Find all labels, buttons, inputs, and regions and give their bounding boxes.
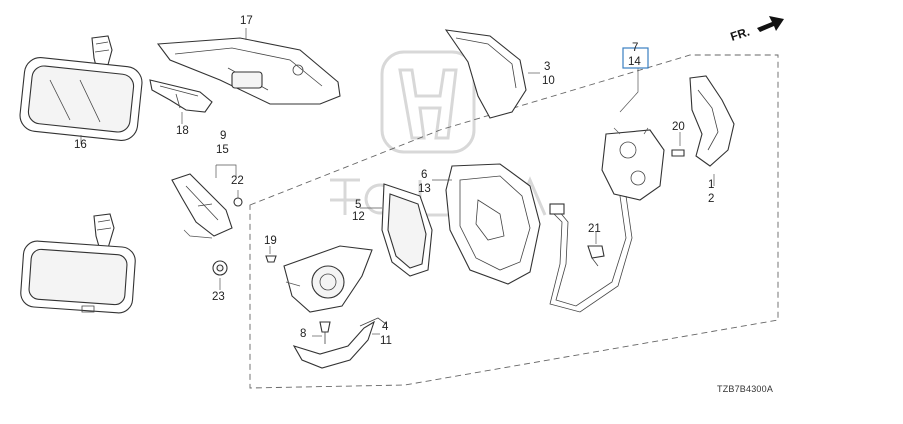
label-3: 3 [544,61,550,73]
label-8: 8 [300,328,306,340]
label-10: 10 [542,75,555,87]
label-15: 15 [216,144,229,156]
part-5-mirror-glass [381,183,433,277]
part-7-actuator [601,127,665,201]
label-22: 22 [231,175,244,187]
highlight-box-7-14 [622,47,649,69]
front-direction-indicator: FR. [729,16,784,44]
part-6-housing [445,163,541,285]
part-8-screw [319,321,331,344]
part-20-screw [671,149,685,157]
mirror-base-assembly [283,245,373,313]
label-13: 13 [418,183,431,195]
part-17-cover [156,37,341,105]
arrow-icon [757,16,784,32]
part-22-clip [233,197,243,207]
label-2: 2 [708,193,714,205]
diagram-code: TZB7B4300A [717,384,773,394]
label-7: 7 [632,42,638,54]
part-9-mount [171,173,233,239]
label-9: 9 [220,130,226,142]
part-21-connector [587,245,605,267]
rearview-mirror-upper [19,35,143,141]
label-17: 17 [240,15,253,27]
assembly-boundary [249,54,779,389]
part-3-skull-cap [444,29,527,119]
part-4-garnish [292,317,387,369]
leader-lines [80,28,715,337]
label-19: 19 [264,235,277,247]
label-21: 21 [588,223,601,235]
label-18: 18 [176,125,189,137]
label-5: 5 [355,199,361,211]
part-18-bracket [149,79,213,113]
part-1-turn-signal [689,75,735,167]
label-20: 20 [672,121,685,133]
wiring-harness [549,195,633,313]
label-11: 11 [380,335,392,347]
label-16: 16 [74,139,87,151]
label-6: 6 [421,169,427,181]
label-12: 12 [352,211,365,223]
label-1: 1 [708,179,714,191]
label-14: 14 [628,56,641,68]
label-23: 23 [212,291,225,303]
rearview-mirror-lower [20,213,136,314]
direction-label: FR. [729,25,752,44]
label-4: 4 [382,321,389,333]
part-23-grommet [212,260,228,276]
part-19-screw [265,255,277,263]
